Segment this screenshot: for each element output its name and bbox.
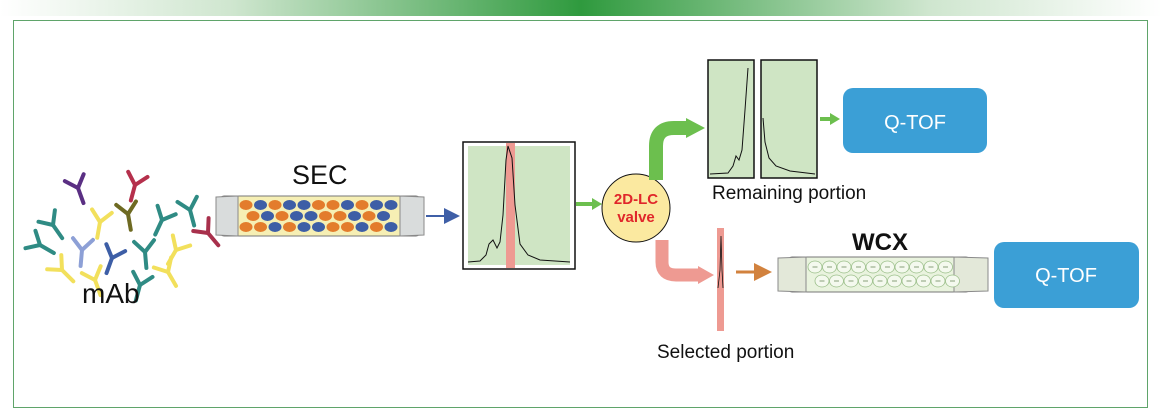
sec-chromatogram xyxy=(462,141,576,270)
antibody-icon xyxy=(126,169,150,203)
antibody-icon xyxy=(79,264,103,298)
antibody-icon xyxy=(166,233,193,266)
antibody-icon xyxy=(36,208,65,241)
wcx-label: WCX xyxy=(852,229,908,256)
sec-bead xyxy=(275,211,289,221)
sec-bead xyxy=(362,211,376,221)
sec-packing-beads xyxy=(239,200,398,232)
wcx-packing-beads xyxy=(807,260,960,288)
sec-bead xyxy=(268,200,282,210)
sec-bead xyxy=(254,200,267,210)
antibody-icon xyxy=(23,228,56,255)
sec-bead xyxy=(312,222,325,232)
antibody-icon xyxy=(153,203,178,237)
sec-bead xyxy=(239,222,253,232)
sec-bead xyxy=(312,200,325,210)
sec-bead xyxy=(384,200,398,210)
antibody-icon xyxy=(90,207,114,240)
qtof-box-top: Q-TOF xyxy=(843,88,987,153)
selected-portion-peak xyxy=(717,228,724,331)
remaining-portion-label: Remaining portion xyxy=(712,183,866,204)
sec-bead xyxy=(370,222,383,232)
sec-bead xyxy=(268,222,282,232)
antibody-icon xyxy=(131,269,155,303)
header-gradient-bar xyxy=(0,0,1162,16)
wcx-column xyxy=(777,256,989,293)
sec-bead xyxy=(290,211,303,221)
sec-bead xyxy=(246,211,260,221)
qtof-box-bottom: Q-TOF xyxy=(994,242,1139,308)
sec-bead xyxy=(261,211,274,221)
mab-label: mAb xyxy=(82,278,140,309)
antibody-icon xyxy=(191,216,221,248)
antibody-icon xyxy=(45,253,76,284)
valve-to-selected-arrow xyxy=(655,240,700,282)
sec-bead xyxy=(239,200,253,210)
selected-portion-label: Selected portion xyxy=(657,342,794,363)
sec-bead xyxy=(297,222,311,232)
2d-lc-valve: 2D-LC valve xyxy=(601,173,671,243)
sec-bead xyxy=(326,200,340,210)
sec-bead xyxy=(370,200,383,210)
sec-bead xyxy=(297,200,311,210)
remaining-chromatogram xyxy=(707,59,818,179)
valve-label-line1: 2D-LC xyxy=(614,191,658,208)
antibody-icon xyxy=(62,172,86,206)
selected-fraction-band xyxy=(506,143,515,268)
valve-label-line2: valve xyxy=(617,209,655,226)
sec-bead xyxy=(355,222,369,232)
sec-bead xyxy=(283,200,296,210)
antibody-icon xyxy=(104,242,128,276)
antibody-icon xyxy=(151,255,178,288)
antibody-icon xyxy=(114,199,138,232)
sec-bead xyxy=(384,222,398,232)
sec-bead xyxy=(377,211,390,221)
sec-bead xyxy=(319,211,332,221)
sec-column xyxy=(215,195,425,237)
sec-bead xyxy=(304,211,318,221)
sec-bead xyxy=(341,200,354,210)
figure-frame xyxy=(13,20,1148,408)
antibody-icon xyxy=(132,238,157,270)
sec-bead xyxy=(348,211,361,221)
sec-bead xyxy=(326,222,340,232)
sec-bead xyxy=(333,211,347,221)
valve-to-remaining-arrow xyxy=(649,121,688,180)
antibody-icon xyxy=(70,236,95,268)
sec-bead xyxy=(355,200,369,210)
antibody-icon xyxy=(175,194,199,228)
sec-bead xyxy=(341,222,354,232)
sec-bead xyxy=(283,222,296,232)
antibody-cluster-icon xyxy=(23,169,221,303)
sec-label: SEC xyxy=(292,160,348,190)
qtof-bottom-label: Q-TOF xyxy=(1035,265,1097,287)
qtof-top-label: Q-TOF xyxy=(884,112,946,134)
sec-bead xyxy=(254,222,267,232)
